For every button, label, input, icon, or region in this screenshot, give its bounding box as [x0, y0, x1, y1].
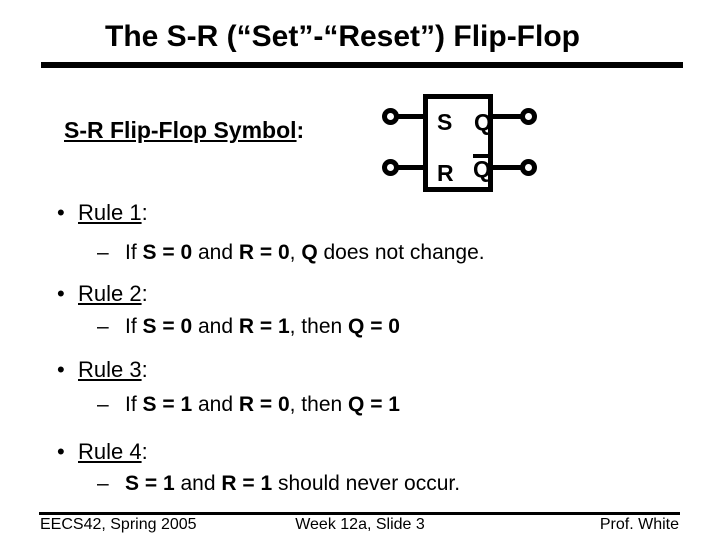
bullet-icon: •: [57, 439, 65, 464]
rule-4-title: Rule 4: [78, 439, 142, 464]
dash-icon: –: [97, 393, 109, 416]
pin-label-r: R: [437, 160, 454, 186]
sr-flipflop-diagram: S Q R Q: [380, 88, 545, 198]
rule-2-title: Rule 2: [78, 281, 142, 306]
terminal-circle-qbar-output: [520, 159, 537, 176]
bullet-icon: •: [57, 281, 65, 306]
rule-1-detail-text: If S = 0 and R = 0, Q does not change.: [125, 241, 485, 264]
rule-4-detail-text: S = 1 and R = 1 should never occur.: [125, 472, 461, 495]
rule-3-title: Rule 3: [78, 357, 142, 382]
footer-course-info: EECS42, Spring 2005: [40, 516, 197, 533]
rule-3-heading: • Rule 3:: [57, 357, 148, 383]
terminal-circle-q-output: [520, 108, 537, 125]
bullet-icon: •: [57, 357, 65, 382]
rule-3-detail: – If S = 1 and R = 0, then Q = 1: [97, 392, 400, 417]
qbar-overbar: Q: [473, 154, 491, 182]
rule-3-detail-text: If S = 1 and R = 0, then Q = 1: [125, 393, 400, 416]
rule-2-heading: • Rule 2:: [57, 281, 148, 307]
symbol-caption-text: S-R Flip-Flop Symbol: [64, 117, 297, 143]
rule-2-detail: – If S = 0 and R = 1, then Q = 0: [97, 314, 400, 339]
pin-label-q: Q: [474, 109, 492, 135]
rule-1-heading-text: Rule 1:: [78, 200, 148, 226]
footer-slide-info: Week 12a, Slide 3: [295, 516, 425, 533]
rule-1-detail: – If S = 0 and R = 0, Q does not change.: [97, 240, 485, 265]
rule-4-detail: – S = 1 and R = 1 should never occur.: [97, 471, 460, 496]
rule-2-colon: :: [141, 281, 148, 306]
rule-4-colon: :: [141, 439, 148, 464]
pin-label-s: S: [437, 109, 453, 135]
rule-1-heading: • Rule 1:: [57, 200, 148, 226]
symbol-caption: S-R Flip-Flop Symbol:: [64, 117, 304, 144]
dash-icon: –: [97, 472, 109, 495]
wire-r-input: [394, 165, 424, 170]
wire-qbar-output: [492, 165, 522, 170]
dash-icon: –: [97, 241, 109, 264]
rule-3-colon: :: [141, 357, 148, 382]
pin-label-qbar: Q: [473, 154, 491, 181]
symbol-caption-colon: :: [296, 117, 305, 143]
footer-author: Prof. White: [599, 516, 679, 533]
footer-rule: [39, 512, 680, 515]
rule-2-heading-text: Rule 2:: [78, 281, 148, 307]
title-underline-rule: [41, 62, 683, 68]
rule-4-heading-text: Rule 4:: [78, 439, 148, 465]
rule-4-heading: • Rule 4:: [57, 439, 148, 465]
wire-s-input: [394, 114, 424, 119]
rule-1-title: Rule 1: [78, 200, 142, 225]
rule-1-colon: :: [141, 200, 148, 225]
rule-3-heading-text: Rule 3:: [78, 357, 148, 383]
bullet-icon: •: [57, 200, 65, 225]
rule-2-detail-text: If S = 0 and R = 1, then Q = 0: [125, 315, 400, 338]
slide-title: The S-R (“Set”-“Reset”) Flip-Flop: [105, 20, 580, 53]
dash-icon: –: [97, 315, 109, 338]
wire-q-output: [492, 114, 522, 119]
flipflop-box: S Q R Q: [423, 94, 493, 192]
